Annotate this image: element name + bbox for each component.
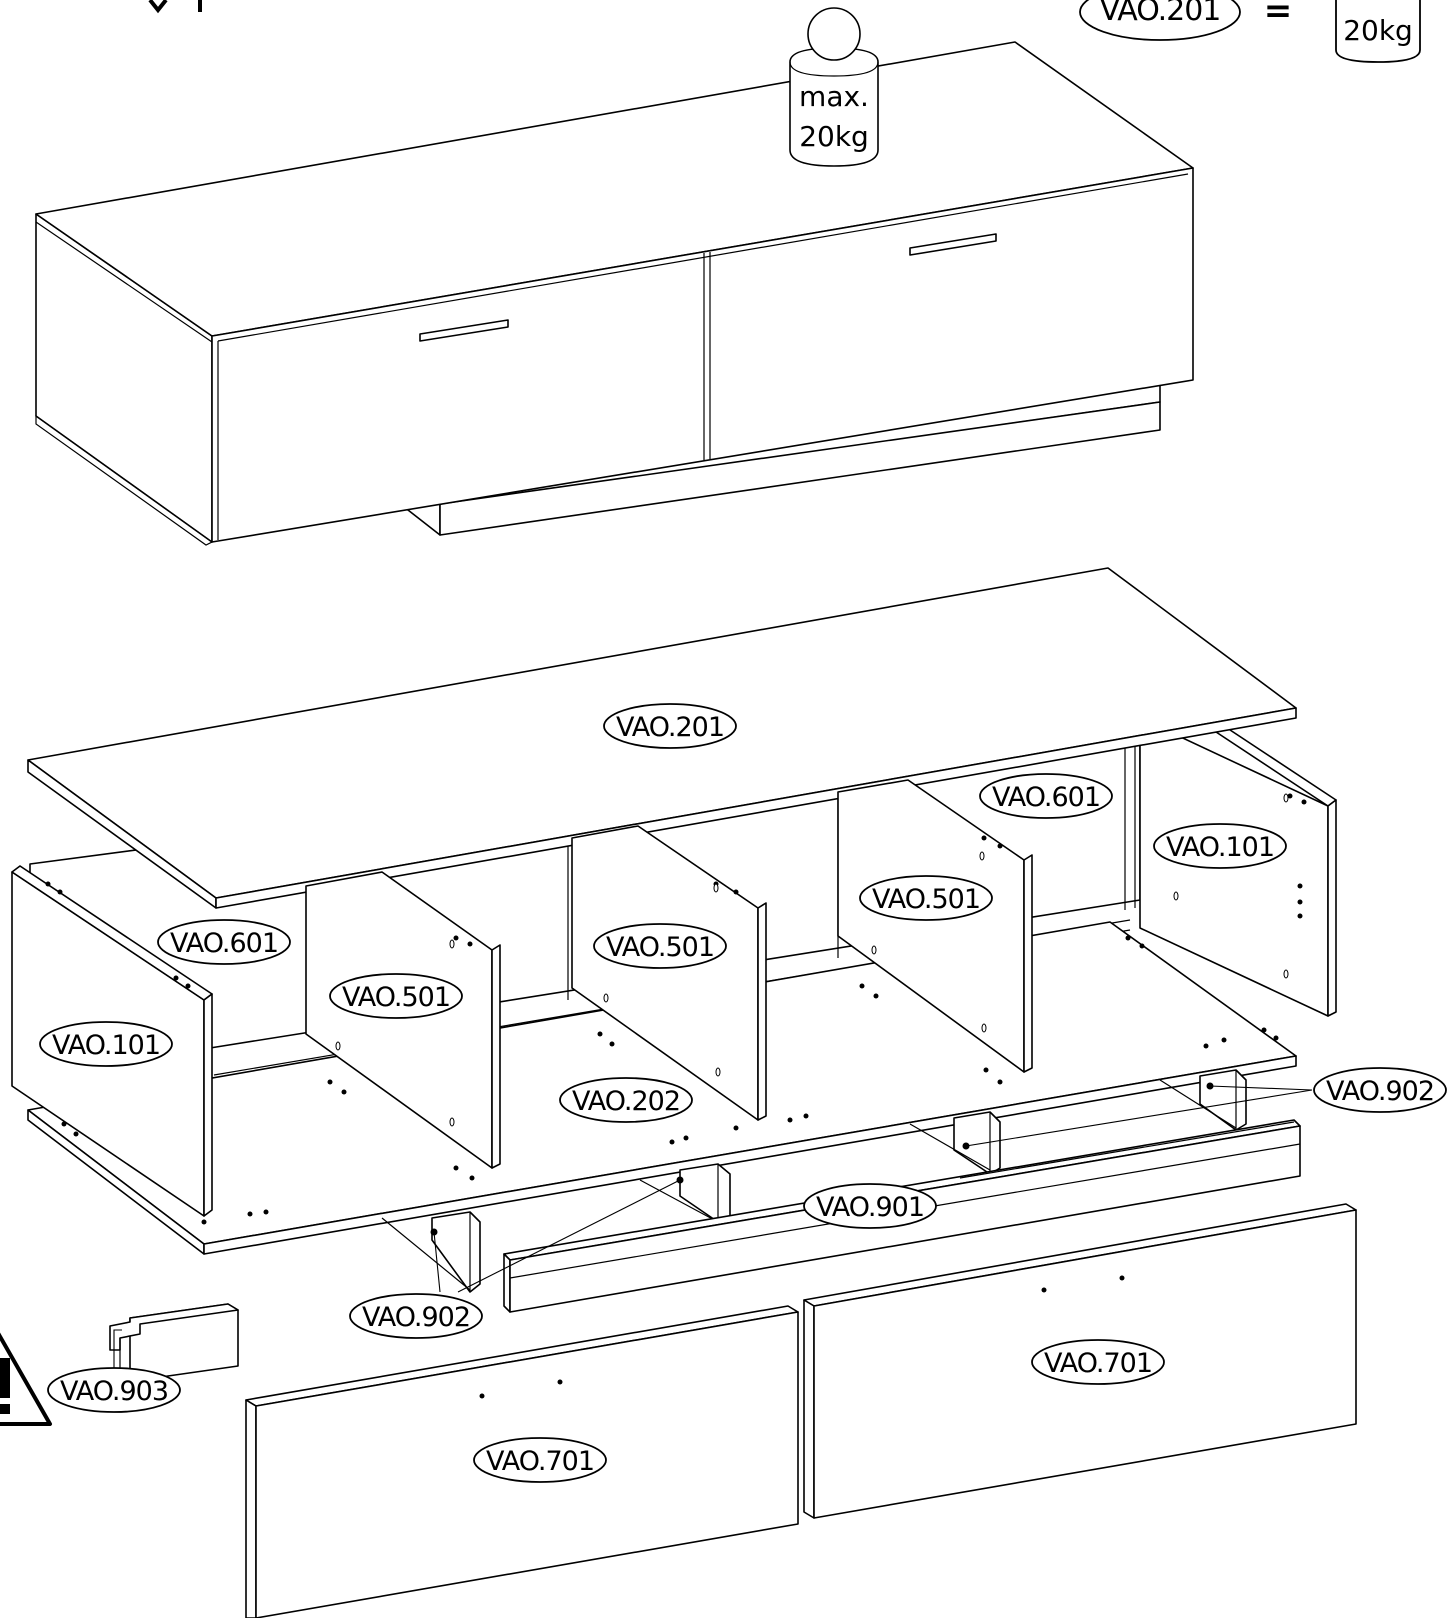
- label-side-left: VAO.101: [39, 1021, 173, 1067]
- weight-icon: max. 20kg: [789, 7, 879, 167]
- label-divider-1: VAO.501: [329, 973, 463, 1019]
- svg-text:VAO.701: VAO.701: [1044, 1348, 1152, 1379]
- label-door-left: VAO.701: [473, 1437, 607, 1483]
- label-divider-2: VAO.501: [593, 923, 727, 969]
- label-stopper: VAO.903: [47, 1367, 181, 1413]
- label-divider-3: VAO.501: [859, 875, 993, 921]
- label-door-right: VAO.701: [1031, 1339, 1165, 1385]
- label-side-right: VAO.101: [1153, 823, 1287, 869]
- svg-text:VAO.601: VAO.601: [992, 782, 1100, 813]
- svg-text:VAO.903: VAO.903: [60, 1376, 168, 1407]
- svg-text:VAO.701: VAO.701: [486, 1446, 594, 1477]
- weight-note: VAO.201 = 20kg: [1079, 0, 1421, 63]
- label-foot-left: VAO.902: [349, 1293, 483, 1339]
- label-bottom-panel: VAO.202: [559, 1077, 693, 1123]
- weight-icon-line2: 20kg: [799, 120, 869, 153]
- svg-text:VAO.501: VAO.501: [872, 884, 980, 915]
- svg-text:VAO.902: VAO.902: [362, 1302, 470, 1333]
- weight-icon-line1: max.: [799, 80, 869, 113]
- svg-text:VAO.201: VAO.201: [616, 712, 724, 743]
- label-back-right: VAO.601: [979, 773, 1113, 819]
- label-back-left: VAO.601: [157, 919, 291, 965]
- weight-note-part: VAO.201: [1100, 0, 1221, 28]
- label-foot-right: VAO.902: [1313, 1067, 1447, 1113]
- part-labels: VAO.201 VAO.601 VAO.101 VAO.501 VAO.601 …: [39, 703, 1447, 1483]
- dowel-holes: [45, 793, 1307, 1225]
- svg-text:VAO.501: VAO.501: [606, 932, 714, 963]
- svg-text:VAO.902: VAO.902: [1326, 1076, 1434, 1107]
- svg-text:VAO.901: VAO.901: [816, 1192, 924, 1223]
- svg-text:VAO.101: VAO.101: [52, 1030, 160, 1061]
- warning-triangle-icon: [0, 1332, 52, 1426]
- leader-lines: [113, 1082, 1313, 1378]
- assembled-cabinet: [35, 41, 1194, 546]
- weight-note-equals: =: [1264, 0, 1293, 31]
- svg-text:VAO.501: VAO.501: [342, 982, 450, 1013]
- label-top-panel: VAO.201: [603, 703, 737, 749]
- label-plinth: VAO.901: [803, 1183, 937, 1229]
- svg-text:VAO.101: VAO.101: [1166, 832, 1274, 863]
- header-fragment: [148, 0, 202, 14]
- svg-text:VAO.202: VAO.202: [572, 1086, 680, 1117]
- svg-text:VAO.601: VAO.601: [170, 928, 278, 959]
- weight-note-value: 20kg: [1343, 14, 1413, 47]
